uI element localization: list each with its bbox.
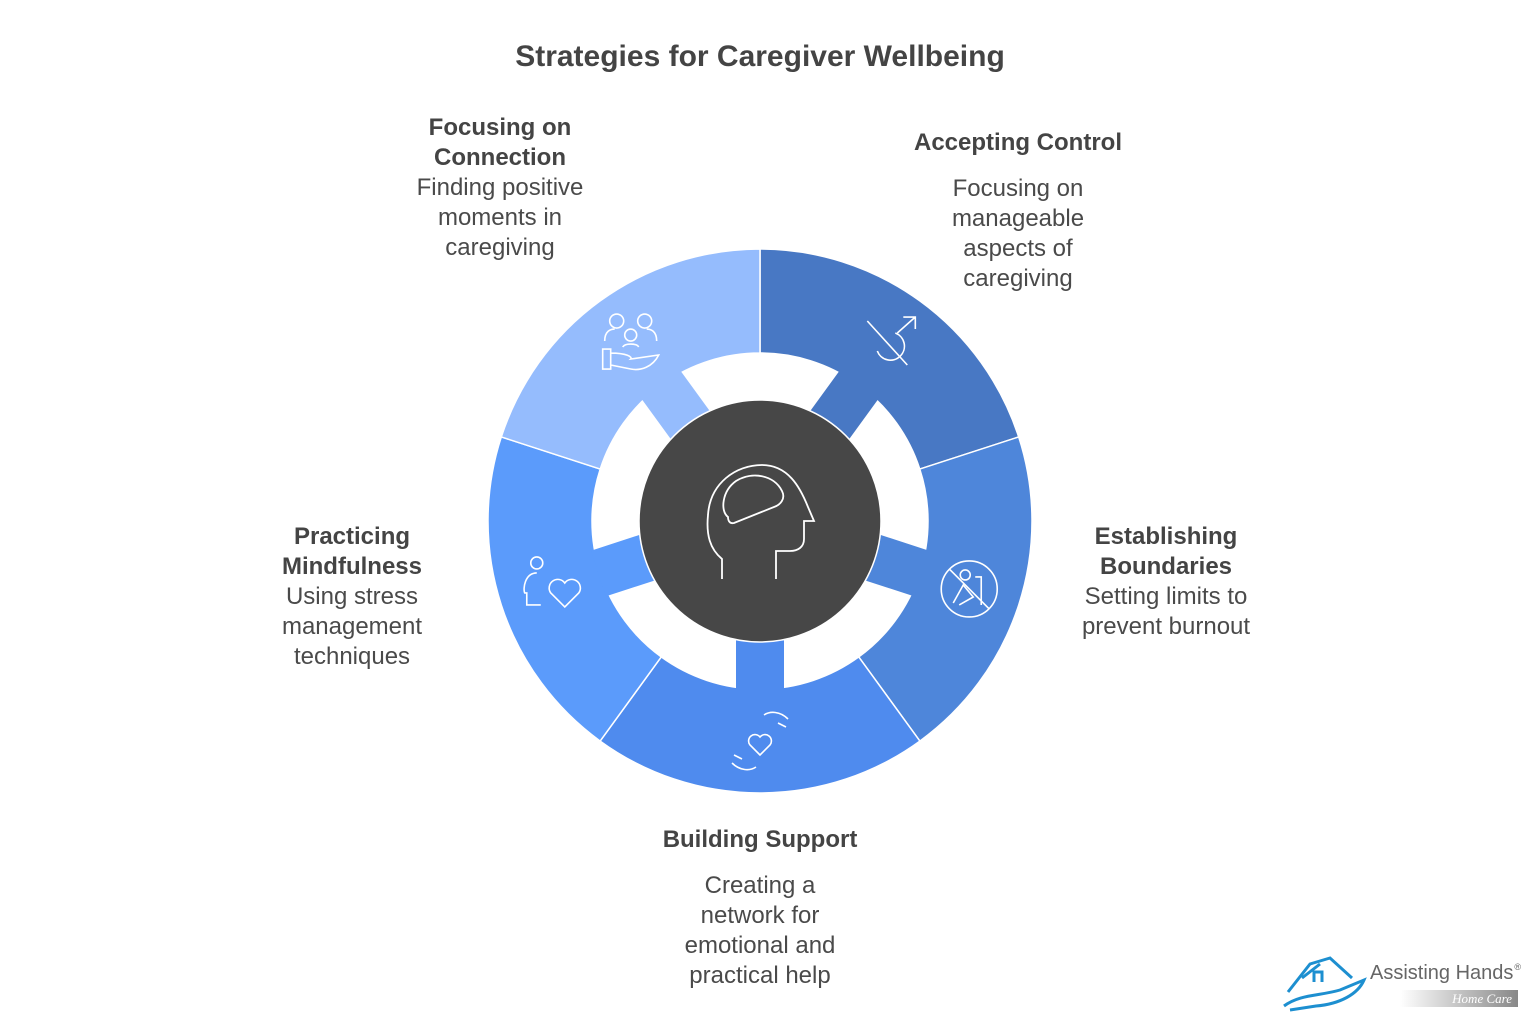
logo-registered: ® bbox=[1514, 962, 1522, 972]
segment-heading: Establishing Boundaries bbox=[1094, 523, 1238, 580]
label-accepting-control: Accepting Control Focusing on manageable… bbox=[900, 128, 1136, 294]
segment-heading: Building Support bbox=[662, 826, 858, 853]
segment-description: Focusing on manageable aspects of caregi… bbox=[951, 175, 1085, 292]
label-building-support: Building Support Creating a network for … bbox=[650, 825, 870, 991]
segment-2 bbox=[599, 655, 921, 794]
logo-subtitle: Home Care bbox=[1400, 990, 1518, 1007]
segment-heading: Practicing Mindfulness bbox=[281, 523, 422, 580]
house-hand-icon bbox=[1283, 956, 1367, 1012]
label-focusing-on-connection: Focusing on Connection Finding positive … bbox=[400, 113, 600, 263]
assisting-hands-logo: Assisting Hands ® Home Care bbox=[1280, 952, 1536, 1016]
segment-description: Creating a network for emotional and pra… bbox=[684, 872, 836, 989]
diagram-title: Strategies for Caregiver Wellbeing bbox=[515, 40, 1005, 73]
segment-description: Setting limits to prevent burnout bbox=[1081, 583, 1251, 640]
segment-3 bbox=[487, 436, 663, 743]
segment-description: Finding positive moments in caregiving bbox=[416, 174, 584, 261]
segment-0 bbox=[759, 248, 1020, 471]
segment-heading: Focusing on Connection bbox=[428, 114, 572, 171]
head-brain-icon bbox=[706, 464, 816, 579]
segment-1 bbox=[857, 436, 1033, 743]
hands-heart-icon bbox=[731, 711, 789, 771]
center-circle bbox=[638, 399, 882, 643]
person-heart-icon bbox=[523, 556, 582, 609]
label-practicing-mindfulness: Practicing Mindfulness Using stress mana… bbox=[262, 522, 442, 672]
logo-name: Assisting Hands bbox=[1370, 962, 1514, 984]
balance-icon bbox=[866, 316, 917, 366]
segment-description: Using stress management techniques bbox=[281, 583, 423, 670]
family-hand-icon bbox=[601, 313, 661, 371]
segment-heading: Accepting Control bbox=[914, 129, 1122, 156]
no-overwork-icon bbox=[940, 560, 999, 618]
label-establishing-boundaries: Establishing Boundaries Setting limits t… bbox=[1066, 522, 1266, 642]
logo-name-row: Assisting Hands ® bbox=[1370, 962, 1521, 984]
